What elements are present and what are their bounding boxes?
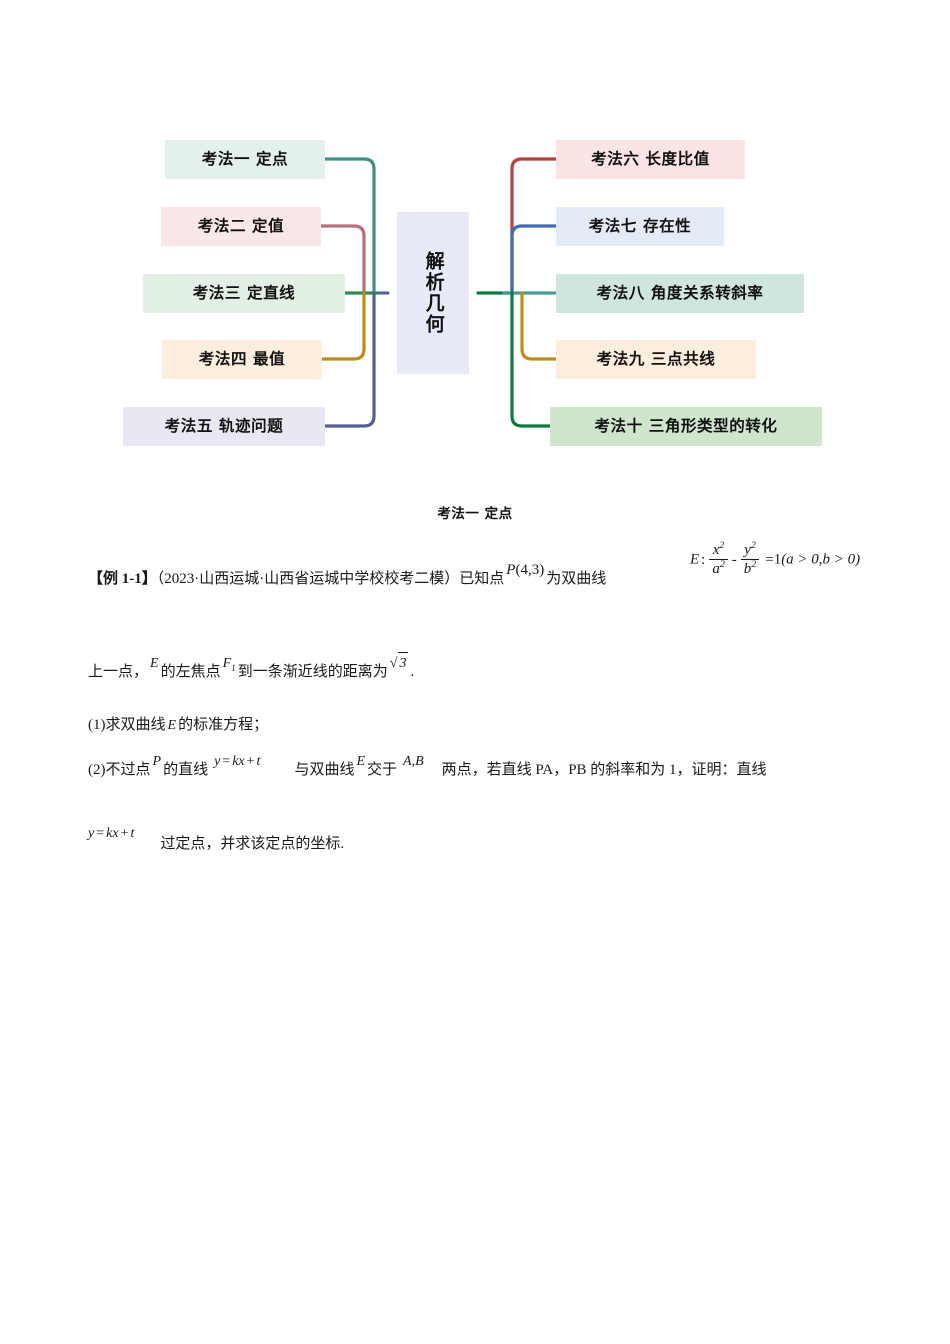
stem-line2-part1: 上一点， bbox=[88, 663, 149, 680]
mindmap-node-left-5-label: 考法五 轨迹问题 bbox=[164, 416, 284, 435]
question-1-part2: 的标准方程； bbox=[178, 717, 269, 734]
mindmap-node-right-7-label: 考法七 存在性 bbox=[588, 216, 692, 235]
question-2-part4: 交于 bbox=[367, 761, 398, 778]
connector-left-1 bbox=[323, 157, 376, 295]
symbol-E-inline-2: E bbox=[167, 718, 177, 734]
mindmap-node-left-1[interactable]: 考法一 定点 bbox=[165, 140, 325, 179]
question-2-part3: 与双曲线 bbox=[294, 761, 355, 778]
mindmap-node-right-10[interactable]: 考法十 三角形类型的转化 bbox=[550, 407, 822, 446]
stem-line2-part2: 的左焦点 bbox=[160, 663, 221, 680]
mindmap-node-right-7[interactable]: 考法七 存在性 bbox=[556, 207, 724, 246]
symbol-F1-inline: F1 bbox=[222, 655, 236, 673]
connector-right-6 bbox=[510, 157, 558, 295]
mindmap-node-left-3-label: 考法三 定直线 bbox=[192, 283, 296, 302]
mindmap-diagram: 考法一 定点 考法二 定值 考法三 定直线 考法四 最值 考法五 轨迹问题 解析… bbox=[0, 0, 950, 470]
connector-left-4 bbox=[320, 291, 366, 361]
document-body: 考法一 定点 【例 1-1】（2023·山西运城·山西省运城中学校校考二模）已知… bbox=[0, 470, 950, 856]
question-1-part1: (1)求双曲线 bbox=[88, 717, 166, 734]
mindmap-node-right-8[interactable]: 考法八 角度关系转斜率 bbox=[556, 274, 804, 313]
mindmap-node-left-3[interactable]: 考法三 定直线 bbox=[143, 274, 345, 313]
symbol-E-inline-1: E bbox=[150, 655, 159, 671]
connector-left-2 bbox=[319, 224, 366, 295]
mindmap-connectors bbox=[319, 157, 558, 428]
question-2-continued-paragraph: y=kx+t 过定点，并求该定点的坐标. bbox=[0, 826, 950, 856]
example-stem-paragraph: 【例 1-1】（2023·山西运城·山西省运城中学校校考二模）已知点P(4,3)… bbox=[0, 540, 950, 591]
symbol-E-inline-3: E bbox=[356, 753, 366, 769]
stem-line2-part3: 到一条渐近线的距离为 bbox=[237, 663, 388, 680]
symbol-P-inline: P bbox=[152, 753, 162, 769]
question-2-part1: (2)不过点 bbox=[88, 761, 151, 778]
connector-right-7 bbox=[510, 224, 558, 295]
connector-right-9 bbox=[520, 291, 558, 361]
line-equation-inline-1: y=kx+t bbox=[214, 753, 261, 769]
example-source: （2023·山西运城·山西省运城中学校校考二模） bbox=[156, 571, 460, 587]
point-p-formula: P(4,3) bbox=[506, 562, 545, 578]
stem-line2-part4: . bbox=[410, 663, 415, 680]
mindmap-node-right-9[interactable]: 考法九 三点共线 bbox=[556, 340, 756, 379]
mindmap-node-left-4-label: 考法四 最值 bbox=[198, 349, 286, 368]
mindmap-node-right-9-label: 考法九 三点共线 bbox=[596, 349, 716, 368]
hyperbola-constraints: (a > 0,b > 0) bbox=[781, 551, 861, 568]
line-equation-inline-2: y=kx+t bbox=[88, 826, 135, 842]
example-stem-2: 为双曲线 bbox=[546, 571, 607, 587]
mindmap-node-right-6[interactable]: 考法六 长度比值 bbox=[556, 140, 745, 179]
sqrt3-value: √3 bbox=[390, 651, 409, 674]
section-title: 考法一 定点 bbox=[437, 506, 513, 522]
mindmap-node-left-2-label: 考法二 定值 bbox=[197, 216, 285, 235]
mindmap-center-node[interactable]: 解析几何 bbox=[397, 212, 469, 374]
question-2-paragraph: (2)不过点P的直线 y=kx+t 与双曲线E交于 A,B 两点，若直线 PA，PB 的… bbox=[0, 754, 950, 782]
question-2-tail: 过定点，并求该定点的坐标. bbox=[160, 836, 345, 853]
connector-left-5 bbox=[323, 291, 376, 428]
mindmap-node-right-8-label: 考法八 角度关系转斜率 bbox=[596, 283, 764, 302]
mindmap-center-label: 解析几何 bbox=[422, 251, 445, 335]
connector-right-10 bbox=[510, 291, 558, 428]
symbols-AB-inline: A,B bbox=[403, 753, 424, 769]
hyperbola-equation: E: x2 a2 - y2 b2 =1(a > 0,b > 0) bbox=[690, 540, 861, 578]
mindmap-node-right-10-label: 考法十 三角形类型的转化 bbox=[594, 416, 778, 435]
question-2-part5: 两点，若直线 PA，PB 的斜率和为 1，证明：直线 bbox=[441, 761, 767, 778]
hyperbola-term-y: y2 b2 bbox=[740, 540, 760, 578]
mindmap-node-left-2[interactable]: 考法二 定值 bbox=[161, 207, 321, 246]
mindmap-node-left-4[interactable]: 考法四 最值 bbox=[162, 340, 322, 379]
mindmap-node-left-1-label: 考法一 定点 bbox=[201, 149, 289, 168]
mindmap-node-left-5[interactable]: 考法五 轨迹问题 bbox=[123, 407, 325, 446]
question-2-part2: 的直线 bbox=[163, 761, 209, 778]
example-stem-1: 已知点 bbox=[459, 571, 505, 587]
example-label: 【例 1-1】 bbox=[88, 571, 157, 587]
hyperbola-term-x: x2 a2 bbox=[709, 540, 728, 578]
mindmap-node-right-6-label: 考法六 长度比值 bbox=[591, 149, 710, 168]
